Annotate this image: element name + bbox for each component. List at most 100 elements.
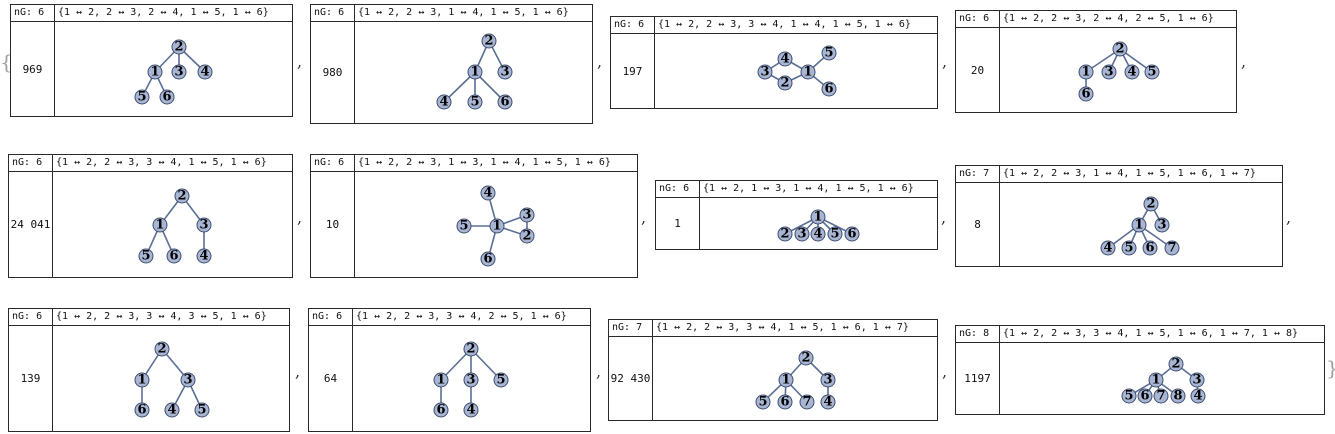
- node-count-label: nG: 8: [956, 326, 1000, 343]
- open-brace: {: [0, 50, 13, 74]
- graph-node-label: 1: [492, 219, 501, 234]
- graph-count: 1: [656, 198, 700, 249]
- graph-node-circle: [493, 372, 509, 388]
- graph-count: 24 041: [9, 172, 53, 277]
- separator-comma: ,: [597, 52, 603, 71]
- graph-node-circle: [810, 209, 826, 225]
- graph-node-label: 4: [439, 95, 448, 110]
- graph-node-label: 4: [167, 403, 176, 418]
- graph-node: 1: [134, 372, 150, 388]
- graph-node: 5: [821, 45, 837, 61]
- graph-node-label: 5: [1147, 65, 1156, 80]
- graph-node-circle: [1100, 240, 1116, 256]
- graph-panel: nG: 7{1 ↔ 2, 2 ↔ 3, 3 ↔ 4, 1 ↔ 5, 1 ↔ 6,…: [608, 319, 938, 421]
- graph-count: 92 430: [609, 337, 653, 420]
- graph-node-label: 6: [847, 227, 856, 242]
- graph-node-circle: [1168, 356, 1184, 372]
- graph-node-label: 4: [780, 52, 789, 67]
- graph-node: 6: [1142, 240, 1158, 256]
- graph-node: 6: [1137, 388, 1153, 404]
- graph-node-circle: [777, 75, 793, 91]
- graph-node: 2: [171, 39, 187, 55]
- graph-node-circle: [519, 207, 535, 223]
- graph-node-circle: [480, 251, 496, 267]
- graph-node-label: 1: [137, 373, 146, 388]
- edge-list: {1 ↔ 2, 2 ↔ 3, 2 ↔ 4, 2 ↔ 5, 1 ↔ 6}: [1000, 11, 1236, 28]
- graph-node-label: 4: [466, 403, 475, 418]
- graph-node-label: 2: [466, 342, 475, 357]
- graph-node-label: 2: [1146, 197, 1155, 212]
- graph-node-label: 7: [1156, 389, 1165, 404]
- graph-node-circle: [827, 226, 843, 242]
- node-count-label: nG: 6: [309, 309, 353, 326]
- graph-node: 3: [757, 64, 773, 80]
- graph-node-circle: [467, 64, 483, 80]
- graph-node-circle: [497, 64, 513, 80]
- graph-node: 5: [456, 218, 472, 234]
- graph-node-circle: [1153, 388, 1169, 404]
- graph-count: 197: [611, 34, 655, 108]
- graph-node-label: 5: [496, 373, 505, 388]
- graph-node-circle: [134, 402, 150, 418]
- graph-panel: nG: 6{1 ↔ 2, 2 ↔ 3, 2 ↔ 4, 1 ↔ 5, 1 ↔ 6}…: [10, 4, 293, 117]
- graph-node: 8: [1170, 388, 1186, 404]
- graph-node-label: 3: [522, 208, 531, 223]
- graph-node: 2: [1143, 196, 1159, 212]
- graph-node: 3: [794, 226, 810, 242]
- graph-node-circle: [196, 248, 212, 264]
- edge-list: {1 ↔ 2, 2 ↔ 3, 3 ↔ 4, 1 ↔ 4, 1 ↔ 5, 1 ↔ …: [655, 17, 937, 34]
- graph-node-label: 3: [500, 65, 509, 80]
- graph-node-label: 1: [781, 373, 790, 388]
- graph-node: 5: [1121, 240, 1137, 256]
- graph-node-circle: [1121, 240, 1137, 256]
- edge-list: {1 ↔ 2, 2 ↔ 3, 3 ↔ 4, 1 ↔ 5, 1 ↔ 6, 1 ↔ …: [653, 320, 937, 337]
- graph-node-label: 5: [758, 395, 767, 410]
- graph-node-circle: [463, 402, 479, 418]
- graph-node: 2: [154, 341, 170, 357]
- graph-node: 5: [194, 402, 210, 418]
- graph-node-circle: [1189, 372, 1205, 388]
- graph-panel: nG: 6{1 ↔ 2, 2 ↔ 3, 3 ↔ 4, 1 ↔ 4, 1 ↔ 5,…: [610, 16, 938, 109]
- graph-count: 64: [309, 326, 353, 431]
- graph-node-label: 3: [174, 65, 183, 80]
- graph-node-label: 6: [436, 403, 445, 418]
- graph-node-label: 3: [183, 373, 192, 388]
- graph-node: 1: [147, 64, 163, 80]
- graph-panel: nG: 6{1 ↔ 2, 1 ↔ 3, 1 ↔ 4, 1 ↔ 5, 1 ↔ 6}…: [655, 180, 938, 250]
- graph-node-label: 1: [150, 65, 159, 80]
- graph-node-label: 1: [1081, 65, 1090, 80]
- separator-comma: ,: [297, 208, 303, 227]
- graph-node-circle: [755, 394, 771, 410]
- graph-node: 1: [1148, 372, 1164, 388]
- graph-node-label: 5: [1124, 389, 1133, 404]
- graph-node-circle: [171, 39, 187, 55]
- separator-comma: ,: [942, 52, 948, 71]
- graph-node-circle: [481, 33, 497, 49]
- graph-node: 3: [519, 207, 535, 223]
- graph-node-label: 6: [500, 95, 509, 110]
- graph-node-circle: [480, 185, 496, 201]
- graph-node-label: 5: [824, 46, 833, 61]
- node-count-label: nG: 6: [956, 11, 1000, 28]
- graph-panel: nG: 6{1 ↔ 2, 2 ↔ 3, 1 ↔ 4, 1 ↔ 5, 1 ↔ 6}…: [310, 4, 593, 124]
- graph-node: 3: [820, 372, 836, 388]
- graph-node-circle: [171, 64, 187, 80]
- graph-node: 1: [433, 372, 449, 388]
- graph-node-label: 2: [780, 76, 789, 91]
- graph-node: 5: [134, 89, 150, 105]
- graph-node-label: 3: [199, 218, 208, 233]
- graph-node-circle: [820, 394, 836, 410]
- graph-node: 1: [778, 372, 794, 388]
- graph-node-circle: [519, 228, 535, 244]
- graph-panel: nG: 7{1 ↔ 2, 2 ↔ 3, 1 ↔ 4, 1 ↔ 5, 1 ↔ 6,…: [955, 165, 1283, 267]
- graph-node-circle: [844, 226, 860, 242]
- graph-node-label: 4: [1103, 241, 1112, 256]
- graph-node-label: 4: [483, 186, 492, 201]
- separator-comma: ,: [941, 208, 947, 227]
- graph-node: 6: [433, 402, 449, 418]
- graph-node: 4: [777, 51, 793, 67]
